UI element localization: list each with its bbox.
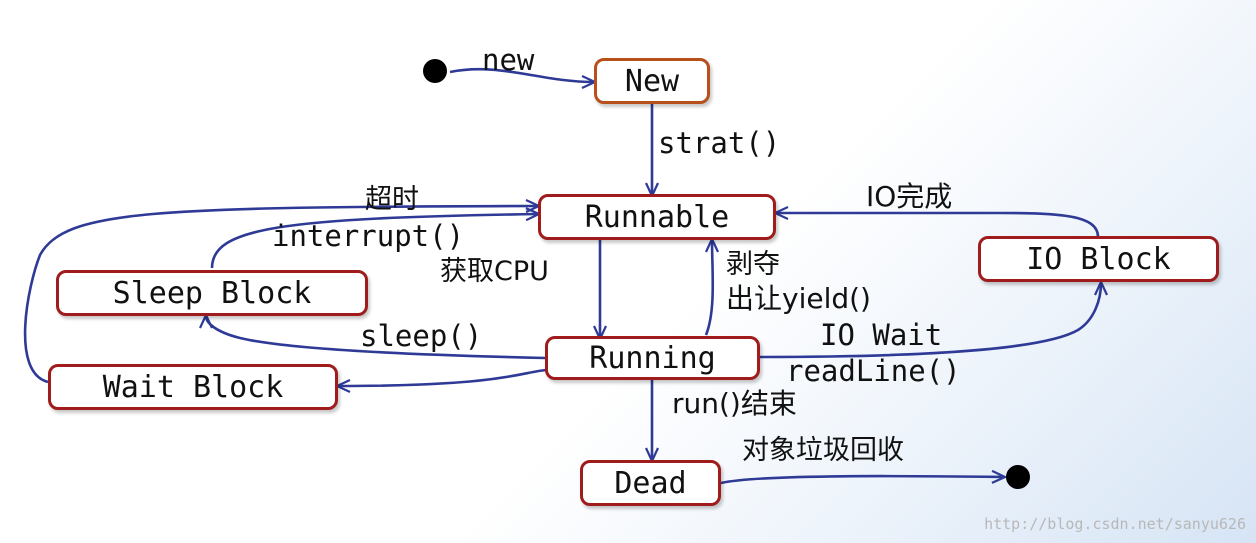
state-runnable: Runnable [538,194,776,240]
label-readline: readLine() [786,354,961,388]
state-wait-block: Wait Block [48,364,338,410]
arrow-ioblock-to-runnable [776,213,1100,238]
state-sleep-block: Sleep Block [56,270,368,316]
label-io-wait: IO Wait [820,318,943,352]
label-timeout: 超时 [365,184,419,215]
label-run-end: run()结束 [672,387,797,420]
arrow-running-to-sleep [206,316,546,360]
state-io-block: IO Block [978,236,1219,282]
state-running: Running [545,336,760,380]
label-io-done: IO完成 [866,180,953,213]
arrow-sleep-to-runnable [210,214,538,269]
label-gc: 对象垃圾回收 [742,435,904,466]
label-preempt: 剥夺 [726,249,780,280]
arrow-running-to-wait [338,368,548,386]
state-new: New [594,58,710,104]
initial-dot [423,59,447,83]
state-dead: Dead [580,460,721,506]
arrow-running-to-runnable [704,240,713,336]
label-start: strat() [658,126,781,160]
arrow-wait-to-runnable [23,206,538,384]
arrow-running-to-ioblock [759,283,1101,359]
final-dot [1006,465,1030,489]
watermark: http://blog.csdn.net/sanyu626 [984,515,1246,533]
label-get-cpu: 获取CPU [440,256,549,287]
arrow-dead-to-final [720,476,1004,485]
label-new: new [482,43,535,77]
arrow-initial-to-new [449,67,594,82]
label-yield: 出让yield() [726,282,871,315]
label-sleep: sleep() [360,319,483,353]
label-interrupt: interrupt() [272,219,465,253]
